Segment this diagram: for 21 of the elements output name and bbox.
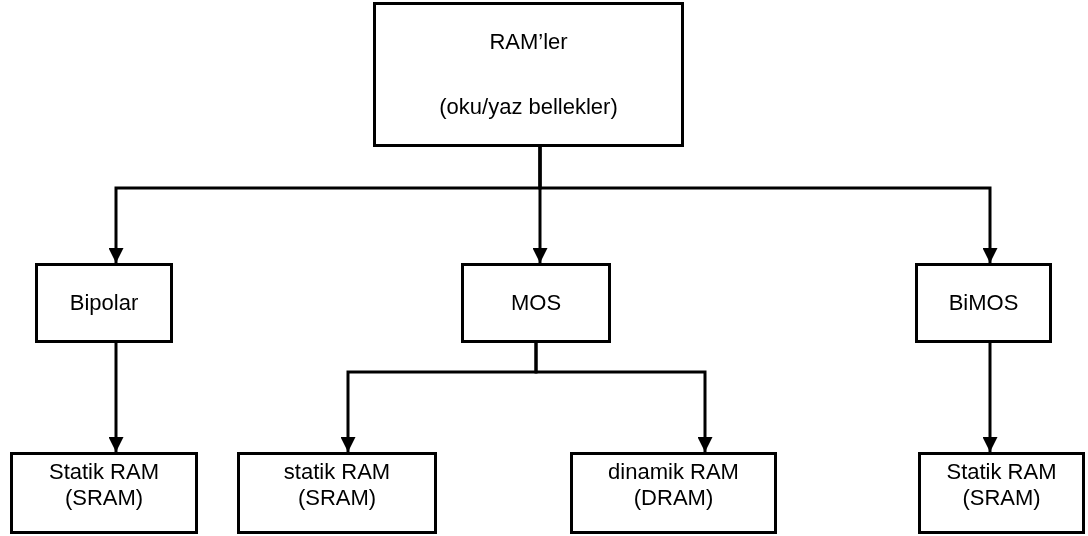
- memory-type-box: [915, 263, 1052, 343]
- memory-type-box: [918, 452, 1085, 534]
- category-box: [373, 2, 684, 147]
- box-label: MOS: [510, 290, 562, 316]
- memory-type-box: [10, 452, 198, 534]
- memory-type-box: [461, 263, 611, 343]
- connector-arrow: [982, 343, 998, 452]
- box-label: RAM’ler: [489, 28, 568, 55]
- box-label: Bipolar: [69, 290, 139, 316]
- box-label: statik RAM (SRAM): [282, 459, 392, 511]
- memory-type-box: [237, 452, 437, 534]
- memory-type-box: [35, 263, 173, 343]
- connector-arrow: [538, 147, 998, 263]
- box-label: BiMOS: [948, 290, 1019, 316]
- memory-type-box: [570, 452, 777, 534]
- connector-arrow: [534, 343, 713, 452]
- box-label: Statik RAM (SRAM): [48, 459, 160, 511]
- box-label: Statik RAM (SRAM): [945, 459, 1058, 511]
- box-label: (oku/yaz bellekler): [439, 94, 618, 121]
- connector-arrow: [108, 343, 124, 452]
- box-label: dinamik RAM (DRAM): [607, 459, 740, 511]
